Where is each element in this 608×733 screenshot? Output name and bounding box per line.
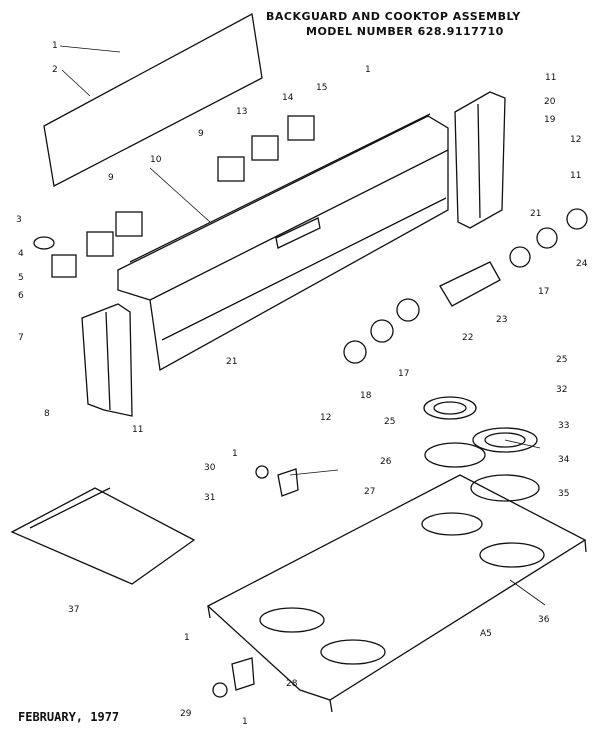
part-30 (255, 465, 269, 479)
callout-4: 4 (18, 249, 24, 259)
callout-21a: 21 (530, 209, 541, 219)
callout-7: 7 (18, 333, 24, 343)
burner-opening-1 (259, 607, 325, 633)
callout-24: 24 (576, 259, 588, 269)
callout-17b: 17 (398, 369, 409, 379)
callout-12b: 12 (320, 413, 331, 423)
left-end-cap (81, 303, 133, 417)
callout-1b: 1 (365, 65, 371, 75)
callout-36: 36 (538, 615, 550, 625)
switch-13 (251, 135, 279, 161)
callout-3: 3 (16, 215, 22, 225)
backguard-body (117, 115, 449, 372)
callout-2: 2 (52, 65, 58, 75)
part-29 (212, 682, 228, 698)
callout-32: 32 (556, 385, 567, 395)
callout-19: 19 (544, 115, 556, 125)
burner-opening-4 (479, 542, 545, 568)
drip-pan-27 (424, 442, 486, 468)
callout-9a: 9 (108, 173, 114, 183)
callout-6: 6 (18, 291, 24, 301)
callout-9b: 9 (198, 129, 204, 139)
switch-4 (51, 254, 77, 278)
callout-31: 31 (204, 493, 215, 503)
drip-pan-34 (470, 474, 540, 502)
knob-24 (566, 208, 588, 230)
callout-25a: 25 (556, 355, 567, 365)
knob-18 (343, 340, 367, 364)
callout-35: 35 (558, 489, 569, 499)
element-26 (423, 396, 477, 420)
callout-15: 15 (316, 83, 327, 93)
receptacle-31 (277, 468, 299, 497)
cooktop-36 (206, 474, 587, 701)
callout-18: 18 (360, 391, 372, 401)
model-mark: A5 (480, 629, 492, 639)
burner-opening-3 (421, 512, 483, 536)
knob-17b (396, 298, 420, 322)
knob-17a (370, 319, 394, 343)
callout-37: 37 (68, 605, 79, 615)
callout-1c: 1 (232, 449, 238, 459)
callout-34: 34 (558, 455, 570, 465)
callout-20: 20 (544, 97, 556, 107)
bracket-28 (231, 657, 255, 691)
knob-17c (509, 246, 531, 268)
diagram-title: BACKGUARD AND COOKTOP ASSEMBLY (266, 10, 521, 23)
callout-30: 30 (204, 463, 216, 473)
callout-28: 28 (286, 679, 298, 689)
callout-27: 27 (364, 487, 375, 497)
callout-14: 14 (282, 93, 294, 103)
callout-10: 10 (150, 155, 162, 165)
callout-33: 33 (558, 421, 569, 431)
callout-11a: 11 (545, 73, 556, 83)
callout-1a: 1 (52, 41, 58, 51)
element-33 (472, 427, 538, 453)
callout-22: 22 (462, 333, 473, 343)
callout-11c: 11 (132, 425, 143, 435)
knob-17d (536, 227, 558, 249)
callout-1d: 1 (184, 633, 190, 643)
callout-26: 26 (380, 457, 392, 467)
switch-14 (287, 115, 315, 141)
callout-21b: 21 (226, 357, 237, 367)
callout-11b: 11 (570, 171, 581, 181)
callout-23: 23 (496, 315, 507, 325)
callout-12a: 12 (570, 135, 581, 145)
callout-13: 13 (236, 107, 247, 117)
switch-9c (217, 156, 245, 182)
model-number: MODEL NUMBER 628.9117710 (306, 25, 504, 38)
callout-8: 8 (44, 409, 50, 419)
callout-17a: 17 (538, 287, 549, 297)
callout-29: 29 (180, 709, 192, 719)
callout-25b: 25 (384, 417, 395, 427)
footer-date: FEBRUARY, 1977 (18, 710, 120, 724)
clock-22 (439, 261, 501, 307)
right-end-cap (454, 91, 506, 229)
callout-5: 5 (18, 273, 24, 283)
cover-37 (10, 487, 196, 585)
ring-3 (33, 236, 55, 250)
switch-9a (86, 231, 114, 257)
burner-opening-2 (320, 639, 386, 665)
backguard-back-panel (43, 12, 263, 187)
switch-9b (115, 211, 143, 237)
callout-1e: 1 (242, 717, 248, 727)
